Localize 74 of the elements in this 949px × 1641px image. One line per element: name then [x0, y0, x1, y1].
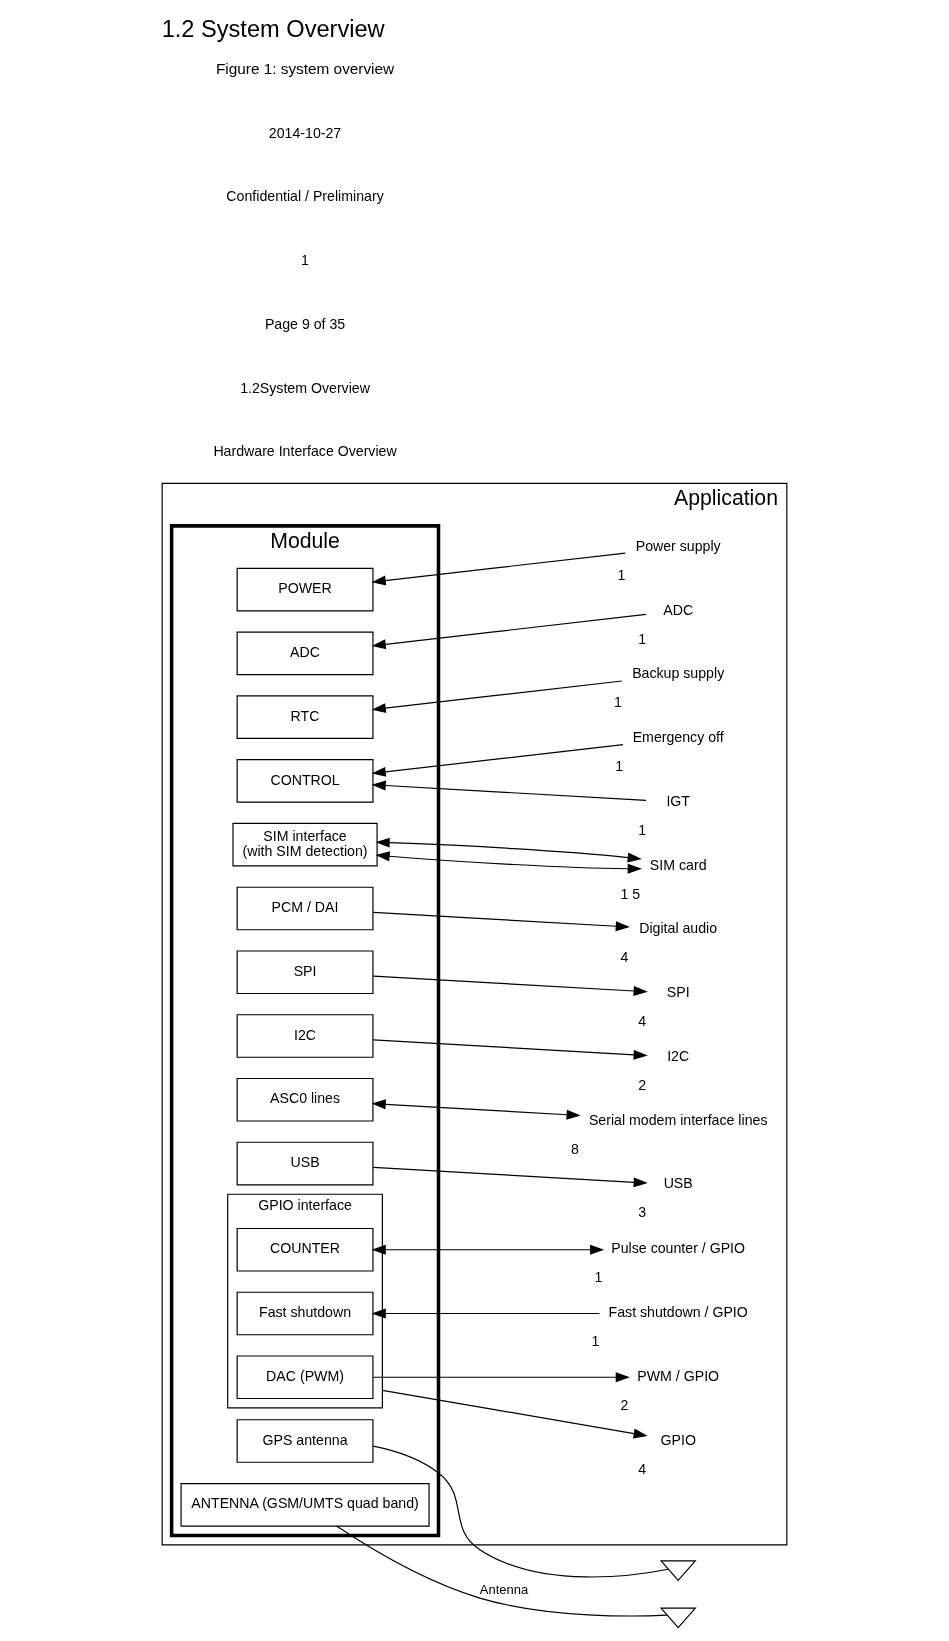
node-text: SPI [666, 984, 690, 1001]
node-box: RTC [236, 695, 374, 739]
node-box: USB [236, 1141, 374, 1186]
node-label: 4 [620, 949, 629, 966]
node-box: I2C [236, 1014, 374, 1058]
node-box: Fast shutdown [236, 1291, 374, 1336]
label: 2014-10-27 [268, 124, 342, 141]
node-box: ADC [236, 631, 374, 676]
arrow [371, 1308, 601, 1319]
arrow [372, 975, 648, 996]
connector [372, 1445, 669, 1578]
node-label: 1 [591, 1333, 600, 1350]
node-label: 1 5 [620, 885, 641, 902]
arrow [371, 552, 626, 586]
node-text: USB [663, 1175, 693, 1192]
arrow [372, 1372, 630, 1383]
node-box: GPS antenna [236, 1419, 374, 1463]
connector [335, 1525, 668, 1617]
label: Confidential / Preliminary [226, 188, 384, 205]
node-box: PCM / DAI [236, 886, 374, 931]
node-antenna [659, 1560, 697, 1582]
node-text: Emergency off [632, 729, 724, 746]
node-label: 1 [638, 630, 647, 647]
node-text: I2C [667, 1047, 690, 1064]
node-text: Backup supply [632, 665, 725, 682]
node-text: Fast shutdown / GPIO [608, 1304, 748, 1321]
node-label: 3 [638, 1204, 647, 1221]
node-text: Power supply [635, 537, 721, 554]
node-label: 2 [620, 1396, 629, 1413]
node-label: 1 [638, 821, 647, 838]
label: Page 9 of 35 [264, 315, 346, 332]
node-box: DAC (PWM) [236, 1355, 374, 1400]
node-label: 1 [614, 694, 622, 711]
node-label: 8 [570, 1140, 579, 1157]
arrow [371, 780, 647, 801]
node-label: 2 [638, 1076, 647, 1093]
node-box: ASC0 lines [236, 1077, 374, 1122]
diagram-title: 1.2 System Overview [161, 16, 385, 43]
node-text: Serial modem interface lines [588, 1111, 768, 1128]
arrow [375, 837, 642, 863]
node-box: SPI [236, 950, 374, 995]
edge-label: Antenna [479, 1582, 529, 1598]
arrow [375, 851, 642, 874]
arrow [381, 1389, 648, 1439]
label: 1 [301, 252, 309, 269]
arrow [372, 911, 630, 932]
node-box: CONTROL [236, 759, 374, 803]
node-text: PWM / GPIO [637, 1367, 720, 1384]
node-text: ADC [663, 601, 694, 618]
node-text: GPIO [660, 1431, 696, 1448]
node-text: SIM card [649, 856, 707, 873]
node-antenna [659, 1607, 697, 1629]
node-text: Digital audio [639, 920, 718, 937]
arrow [371, 1244, 605, 1255]
arrow [372, 1166, 648, 1188]
node-text: IGT [666, 792, 690, 809]
caption: Figure 1: system overview [215, 60, 395, 78]
arrow [371, 744, 624, 777]
node-box: ANTENNA (GSM/UMTS quad band) [180, 1482, 430, 1527]
arrow [372, 1039, 648, 1060]
arrow [371, 680, 623, 713]
node-label: 1 [617, 566, 626, 583]
node-label: 1 [594, 1269, 603, 1286]
arrow [371, 1099, 581, 1120]
node-label: 4 [638, 1460, 647, 1477]
node-box: SIM interface (with SIM detection) [232, 822, 378, 867]
node-box: COUNTER [236, 1227, 374, 1272]
label: Hardware Interface Overview [213, 443, 397, 460]
node-box: POWER [236, 567, 374, 612]
label: 1.2System Overview [240, 379, 370, 396]
node-label: 4 [638, 1013, 647, 1030]
node-label: 1 [615, 758, 624, 775]
node-text: Pulse counter / GPIO [611, 1240, 746, 1257]
arrow [371, 613, 647, 650]
